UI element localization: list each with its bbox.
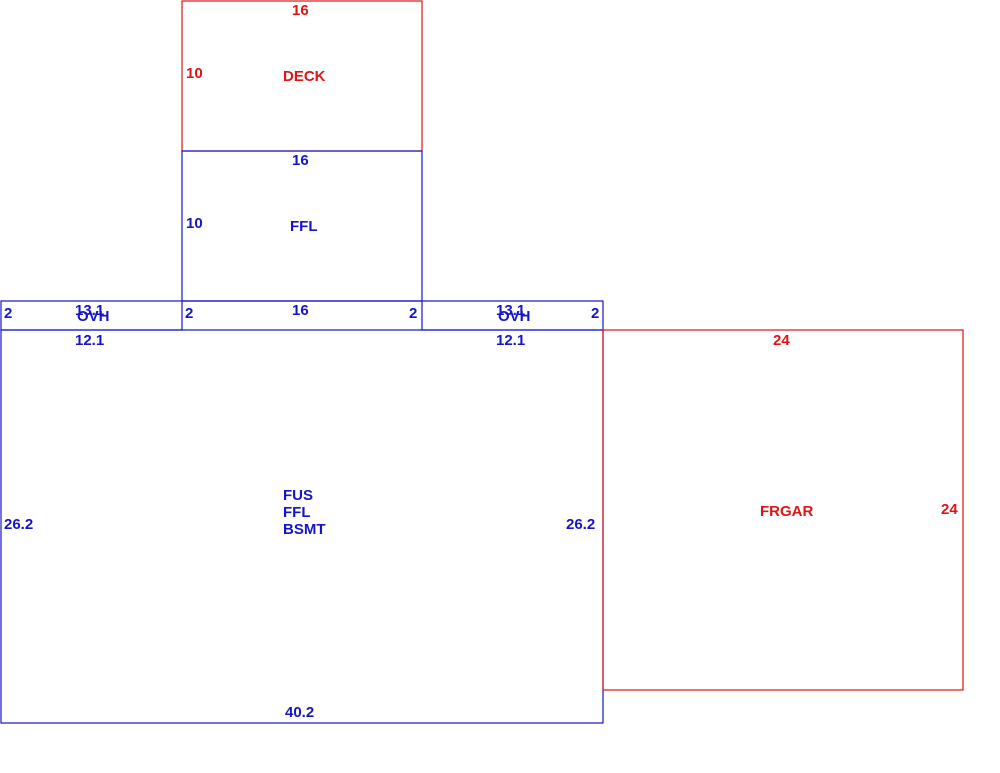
ovh-left-label: OVH xyxy=(77,308,110,325)
garage-top-dimension: 24 xyxy=(773,332,790,349)
ovh-left-bottom-dimension: 12.1 xyxy=(75,332,104,349)
ffl-upper-left-dimension: 10 xyxy=(186,215,203,232)
main-label-ffl: FFL xyxy=(283,504,311,521)
deck-top-dimension: 16 xyxy=(292,2,309,19)
ovh-left-right-dimension: 2 xyxy=(185,305,193,322)
ovh-right-bottom-dimension: 12.1 xyxy=(496,332,525,349)
garage-label: FRGAR xyxy=(760,503,813,520)
main-bottom-dimension: 40.2 xyxy=(285,704,314,721)
ovh-right-label: OVH xyxy=(498,308,531,325)
main-area: 16 FUS FFL BSMT 26.2 26.2 40.2 xyxy=(0,300,604,724)
ffl-upper-area: FFL 16 10 xyxy=(181,150,423,302)
ovh-left-area: 13.1 OVH 2 2 12.1 xyxy=(0,300,193,349)
ovh-left-left-dimension: 2 xyxy=(4,305,12,322)
ovh-left-top-dimension: 13.1 xyxy=(75,302,104,319)
ovh-right-top-dimension: 13.1 xyxy=(496,302,525,319)
main-right-dimension: 26.2 xyxy=(566,516,595,533)
ovh-right-right-dimension: 2 xyxy=(591,305,599,322)
deck-area: DECK 16 10 xyxy=(181,0,423,152)
garage-area: FRGAR 24 24 xyxy=(602,329,964,691)
main-label-fus: FUS xyxy=(283,487,313,504)
deck-label: DECK xyxy=(283,68,326,85)
main-top-dimension: 16 xyxy=(292,302,309,319)
main-label-bsmt: BSMT xyxy=(283,521,326,538)
garage-right-dimension: 24 xyxy=(941,501,958,518)
deck-left-dimension: 10 xyxy=(186,65,203,82)
ovh-right-left-dimension: 2 xyxy=(409,305,417,322)
ffl-upper-label: FFL xyxy=(290,218,318,235)
garage-outline xyxy=(602,329,964,691)
ovh-right-area: 13.1 OVH 2 2 12.1 xyxy=(409,300,604,349)
main-left-dimension: 26.2 xyxy=(4,516,33,533)
ffl-upper-top-dimension: 16 xyxy=(292,152,309,169)
